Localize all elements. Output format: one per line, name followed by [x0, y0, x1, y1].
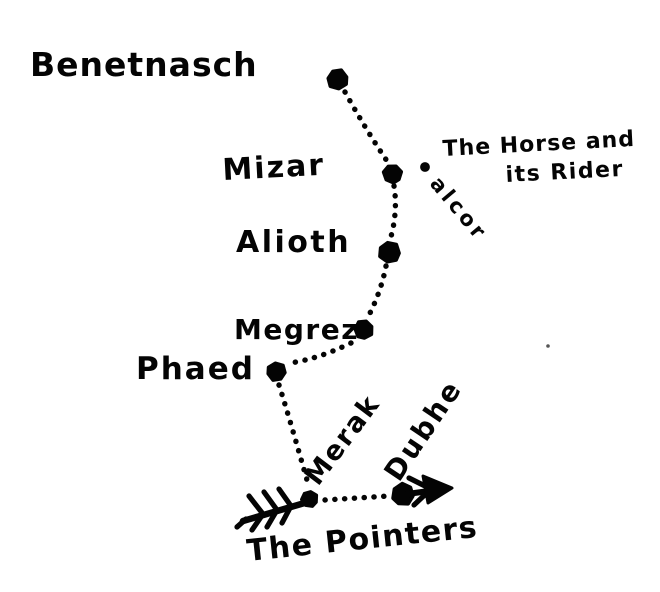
- label-pointers: The Pointers: [245, 510, 480, 569]
- label-merak: Merak: [299, 389, 387, 491]
- star-mizar: [380, 161, 406, 187]
- star-benetnasch: [324, 65, 352, 93]
- ink-speck: [546, 344, 550, 348]
- dotted-line-mizar-alioth: [387, 183, 399, 243]
- arrow-feathers-icon: [234, 486, 294, 533]
- label-megrez: Megrez: [234, 313, 359, 346]
- label-alioth: Alioth: [236, 225, 351, 260]
- dotted-line-benetnasch-mizar: [342, 89, 392, 167]
- star-alioth: [374, 236, 406, 268]
- arrow-head-icon: [406, 474, 454, 508]
- dotted-line-alioth-megrez: [365, 263, 389, 320]
- label-horse-rider-line2: its Rider: [505, 157, 624, 188]
- star-alcor: [420, 162, 430, 172]
- label-phaed: Phaed: [136, 351, 255, 387]
- label-alcor: alcor: [425, 172, 492, 246]
- dotted-line-phaed-merak: [276, 382, 312, 490]
- dotted-line-merak-dubhe: [322, 493, 392, 503]
- label-benetnasch: Benetnasch: [30, 45, 258, 84]
- label-mizar: Mizar: [222, 148, 326, 188]
- star-phaed: [263, 359, 289, 385]
- label-dubhe: Dubhe: [377, 373, 468, 487]
- dotted-line-megrez-phaed: [287, 340, 354, 366]
- pointer-arrow: [234, 474, 454, 533]
